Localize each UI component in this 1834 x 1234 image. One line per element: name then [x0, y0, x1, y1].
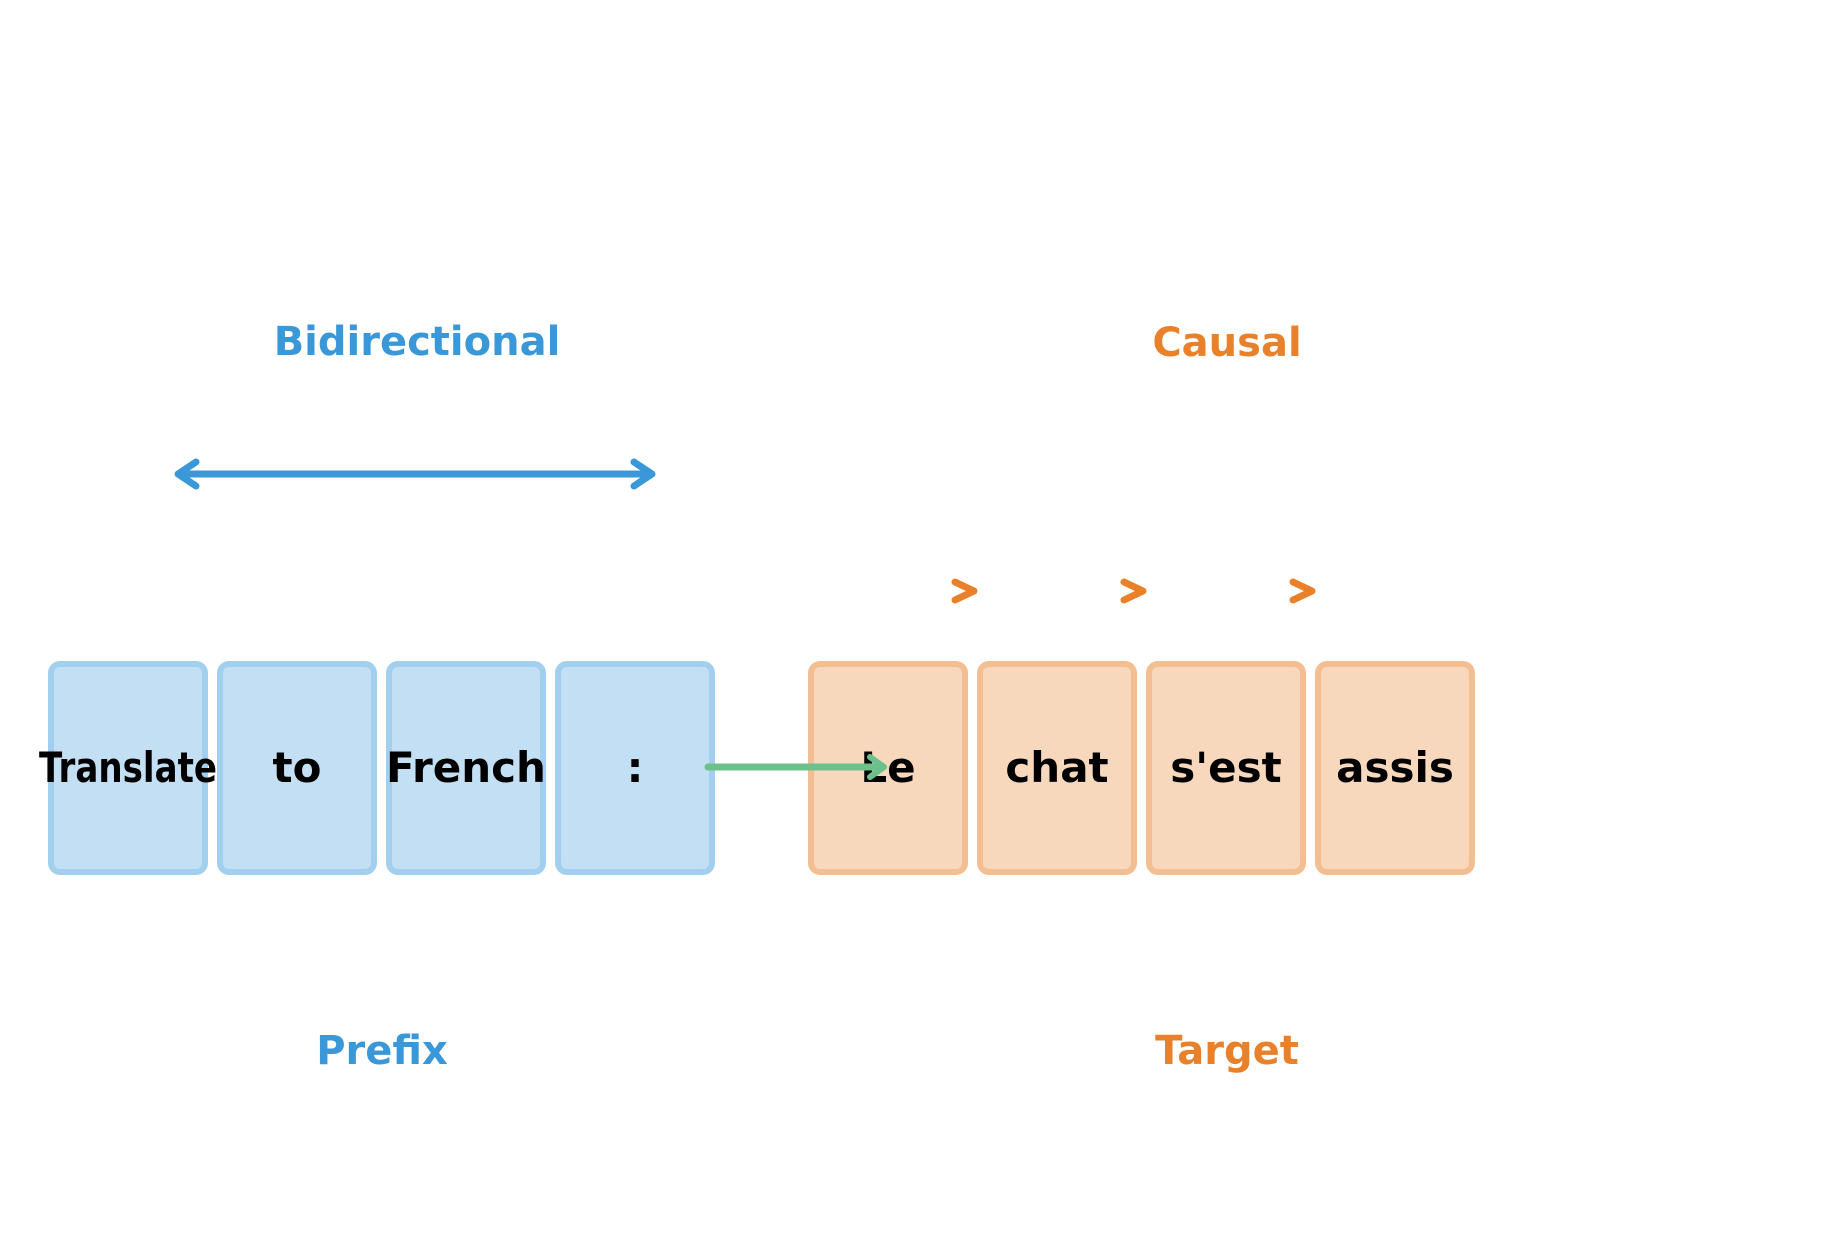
bidirectional-label: Bidirectional	[274, 319, 561, 365]
target-tokens: Le chat s'est assis	[808, 661, 1475, 875]
token-label: assis	[1336, 743, 1454, 792]
prefix-token: :	[555, 661, 715, 875]
prefix-token: French	[386, 661, 546, 875]
token-label: French	[386, 743, 546, 792]
target-token: s'est	[1146, 661, 1306, 875]
target-token: assis	[1315, 661, 1475, 875]
token-label: :	[627, 743, 644, 792]
prefix-token: to	[217, 661, 377, 875]
token-label: Translate	[39, 743, 217, 792]
prefix-label: Prefix	[316, 1028, 448, 1074]
chevron-right-icon	[1120, 578, 1147, 604]
causal-markers	[951, 578, 1316, 604]
target-label: Target	[1155, 1028, 1299, 1074]
prefix-tokens: Translate to French :	[39, 661, 715, 875]
double-headed-arrow-icon	[174, 458, 656, 490]
causal-label: Causal	[1152, 320, 1301, 366]
right-arrow-icon	[704, 754, 887, 780]
token-label: s'est	[1170, 743, 1281, 792]
token-label: to	[273, 743, 322, 792]
prefix-token: Translate	[39, 661, 217, 875]
token-label: chat	[1005, 743, 1108, 792]
chevron-right-icon	[1289, 578, 1316, 604]
chevron-right-icon	[951, 578, 978, 604]
target-token: chat	[977, 661, 1137, 875]
